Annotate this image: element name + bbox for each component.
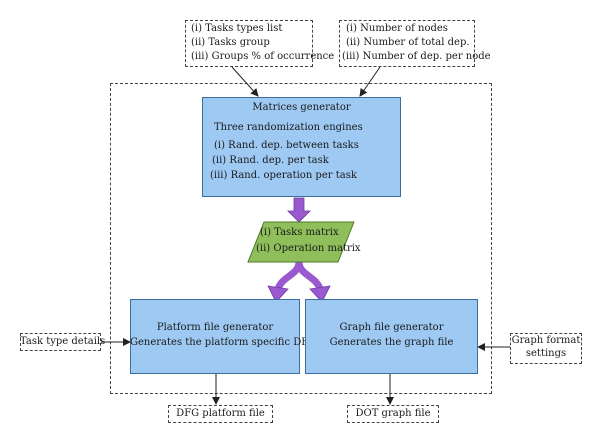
matrices-generator-subtitle: Three randomization engines (214, 122, 363, 133)
platform-generator-subtitle: Generates the platform specific DFG (130, 337, 317, 348)
task-type-details-box (20, 333, 101, 351)
tasks-inputs-line-3: (iii) Groups % of occurrence (191, 51, 335, 62)
graph-generator-box (305, 299, 478, 374)
platform-generator-title: Platform file generator (156, 322, 274, 333)
arrow-nodes-inputs (359, 66, 381, 97)
dfg-platform-file-label: DFG platform file (176, 408, 265, 419)
matrices-generator-box (202, 97, 401, 197)
nodes-inputs-line-2: (ii) Number of total dep. (346, 37, 470, 48)
tasks-inputs-box (185, 20, 313, 67)
flow-arrow-split (274, 261, 324, 291)
nodes-inputs-line-1: (i) Number of nodes (346, 23, 448, 34)
matrices-generator-title: Matrices generator (252, 102, 351, 113)
matrices-generator-item-2: (ii) Rand. dep. per task (212, 155, 329, 166)
matrices-generator-item-3: (iii) Rand. operation per task (210, 170, 357, 181)
task-type-details-label: Task type details (20, 336, 106, 347)
arrow-tasks-inputs (231, 66, 259, 97)
dfg-platform-file-box (168, 405, 273, 423)
graph-format-settings-box (510, 333, 582, 364)
graph-generator-title: Graph file generator (339, 322, 444, 333)
graph-format-settings-line-2: settings (525, 348, 567, 359)
nodes-inputs-line-3: (iii) Number of dep. per node (342, 51, 491, 62)
tasks-inputs-line-2: (ii) Tasks group (191, 37, 270, 48)
graph-generator-subtitle: Generates the graph file (329, 337, 454, 348)
graph-format-settings-line-1: Graph format (511, 335, 581, 346)
matrices-output-line-1: (i) Tasks matrix (260, 227, 339, 238)
tasks-inputs-line-1: (i) Tasks types list (191, 23, 283, 34)
platform-generator-box (130, 299, 300, 374)
matrices-generator-item-1: (i) Rand. dep. between tasks (214, 140, 359, 151)
matrices-output-line-2: (ii) Operation matrix (256, 243, 361, 254)
flow-arrow-down (287, 197, 311, 223)
dot-graph-file-box (347, 405, 439, 423)
nodes-inputs-box (339, 20, 475, 67)
dot-graph-file-label: DOT graph file (355, 408, 431, 419)
